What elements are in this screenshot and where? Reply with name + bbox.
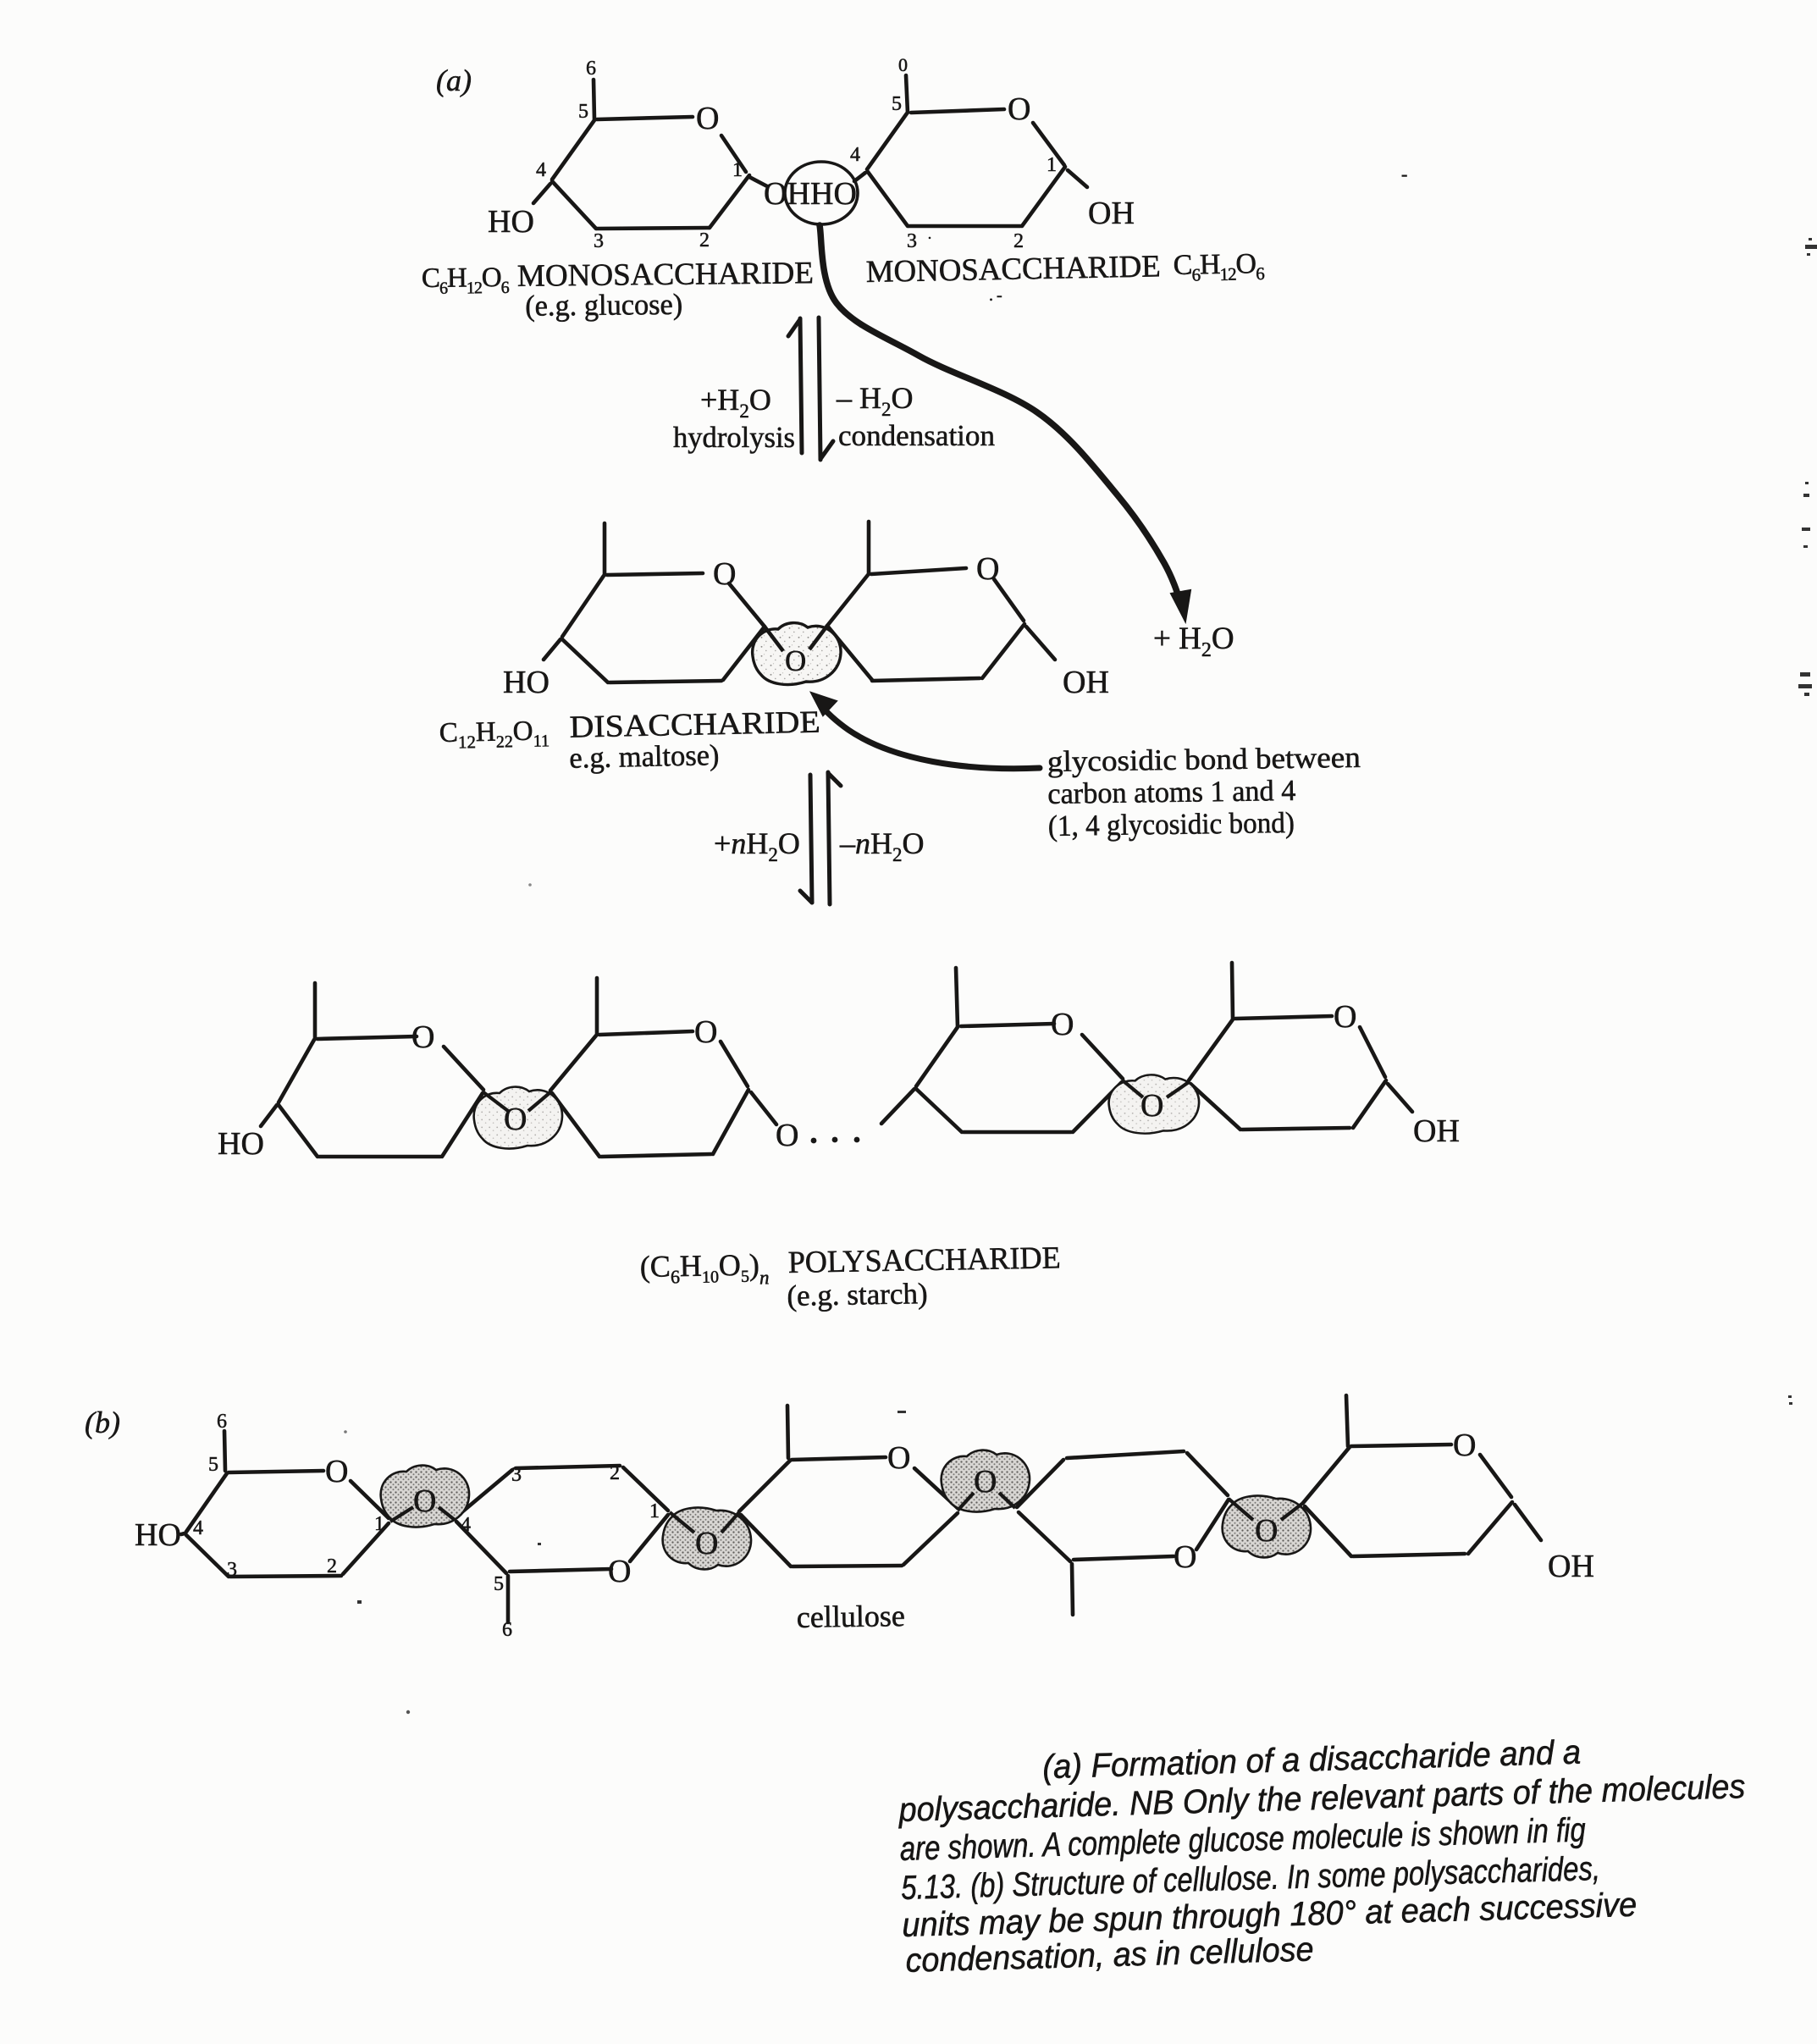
svg-text:4: 4 — [536, 159, 546, 181]
svg-text:HO: HO — [488, 204, 534, 240]
svg-text:4: 4 — [850, 144, 860, 166]
svg-text:·: · — [927, 229, 932, 246]
svg-text:0: 0 — [898, 54, 908, 75]
svg-text:+nH2O: +nH2O — [714, 826, 800, 865]
svg-text:+H2O: +H2O — [700, 383, 771, 422]
svg-text:glycosidic bond between: glycosidic bond between — [1047, 741, 1361, 778]
svg-text:carbon atoms 1 and 4: carbon atoms 1 and 4 — [1047, 774, 1296, 810]
svg-text:O: O — [713, 556, 736, 592]
svg-text:O: O — [1008, 91, 1030, 127]
svg-text:O: O — [1453, 1428, 1476, 1463]
svg-text:1: 1 — [649, 1500, 660, 1522]
svg-text:4: 4 — [193, 1517, 203, 1539]
svg-text:3: 3 — [227, 1559, 237, 1581]
svg-text:1: 1 — [1047, 154, 1057, 176]
svg-text:(1, 4 glycosidic bond): (1, 4 glycosidic bond) — [1048, 806, 1295, 842]
svg-text:O: O — [974, 1464, 997, 1500]
svg-text:–nH2O: –nH2O — [839, 826, 925, 865]
svg-text:HO: HO — [810, 176, 857, 212]
svg-text:HO: HO — [218, 1126, 264, 1162]
svg-text:O: O — [1140, 1088, 1163, 1124]
svg-text:(b): (b) — [85, 1406, 120, 1439]
svg-text:O: O — [1255, 1513, 1278, 1549]
svg-text:O: O — [608, 1554, 631, 1589]
svg-text:5: 5 — [892, 93, 902, 115]
svg-text:(e.g. starch): (e.g. starch) — [787, 1277, 928, 1312]
svg-text:3: 3 — [511, 1464, 522, 1486]
svg-text:POLYSACCHARIDE: POLYSACCHARIDE — [787, 1240, 1061, 1280]
svg-text:O: O — [411, 1019, 434, 1055]
svg-text:1: 1 — [374, 1513, 384, 1535]
svg-text:O: O — [325, 1454, 348, 1489]
svg-text:O: O — [413, 1483, 436, 1519]
svg-text:OH: OH — [1548, 1549, 1594, 1584]
svg-text:4: 4 — [461, 1514, 471, 1536]
svg-text:O: O — [694, 1014, 717, 1050]
svg-text:2: 2 — [327, 1555, 337, 1577]
svg-text:C6H12O6: C6H12O6 — [1173, 248, 1264, 285]
svg-text:– H2O: – H2O — [836, 381, 914, 420]
svg-text:condensation: condensation — [838, 419, 995, 452]
svg-text:1: 1 — [732, 159, 743, 181]
svg-text:DISACCHARIDE: DISACCHARIDE — [569, 705, 820, 745]
svg-text:O: O — [1334, 999, 1356, 1035]
svg-text:O: O — [785, 644, 806, 677]
svg-text:O: O — [776, 1118, 798, 1153]
svg-text:O: O — [696, 101, 719, 136]
svg-text:+ H2O: + H2O — [1153, 621, 1234, 661]
svg-text:O: O — [887, 1440, 910, 1476]
svg-text:HO: HO — [503, 665, 550, 700]
svg-text:OH: OH — [764, 176, 810, 212]
svg-text:6: 6 — [217, 1411, 227, 1433]
svg-text:O: O — [976, 551, 999, 587]
svg-text:2: 2 — [699, 229, 710, 251]
svg-text:O: O — [695, 1526, 718, 1561]
svg-text:-: - — [1401, 163, 1407, 185]
svg-text:OH: OH — [1088, 196, 1135, 231]
svg-text:MONOSACCHARIDE: MONOSACCHARIDE — [517, 256, 814, 294]
svg-text:cellulose: cellulose — [797, 1599, 905, 1634]
svg-text:e.g. maltose): e.g. maltose) — [569, 738, 720, 775]
svg-text:2: 2 — [1013, 230, 1024, 252]
svg-text:2: 2 — [610, 1462, 620, 1484]
svg-text:5: 5 — [494, 1573, 504, 1595]
svg-text:O: O — [1051, 1007, 1074, 1042]
svg-text:OH: OH — [1063, 665, 1109, 700]
svg-text:HO: HO — [135, 1517, 181, 1553]
svg-text:3: 3 — [907, 230, 917, 252]
svg-text:6: 6 — [586, 58, 596, 80]
svg-text:C6H12O6: C6H12O6 — [422, 262, 510, 298]
svg-text:O: O — [1174, 1539, 1196, 1575]
svg-text:6: 6 — [502, 1619, 512, 1641]
svg-text:MONOSACCHARIDE: MONOSACCHARIDE — [865, 249, 1161, 290]
svg-text:(e.g. glucose): (e.g. glucose) — [525, 288, 682, 323]
svg-text:OH: OH — [1413, 1113, 1460, 1149]
svg-text:(a): (a) — [436, 64, 472, 97]
svg-text:5: 5 — [578, 101, 588, 123]
svg-text:hydrolysis: hydrolysis — [673, 421, 795, 454]
svg-text:5: 5 — [208, 1454, 218, 1476]
svg-text:3: 3 — [594, 230, 604, 252]
svg-text:O: O — [504, 1102, 527, 1137]
svg-text:. -: . - — [989, 286, 1002, 305]
